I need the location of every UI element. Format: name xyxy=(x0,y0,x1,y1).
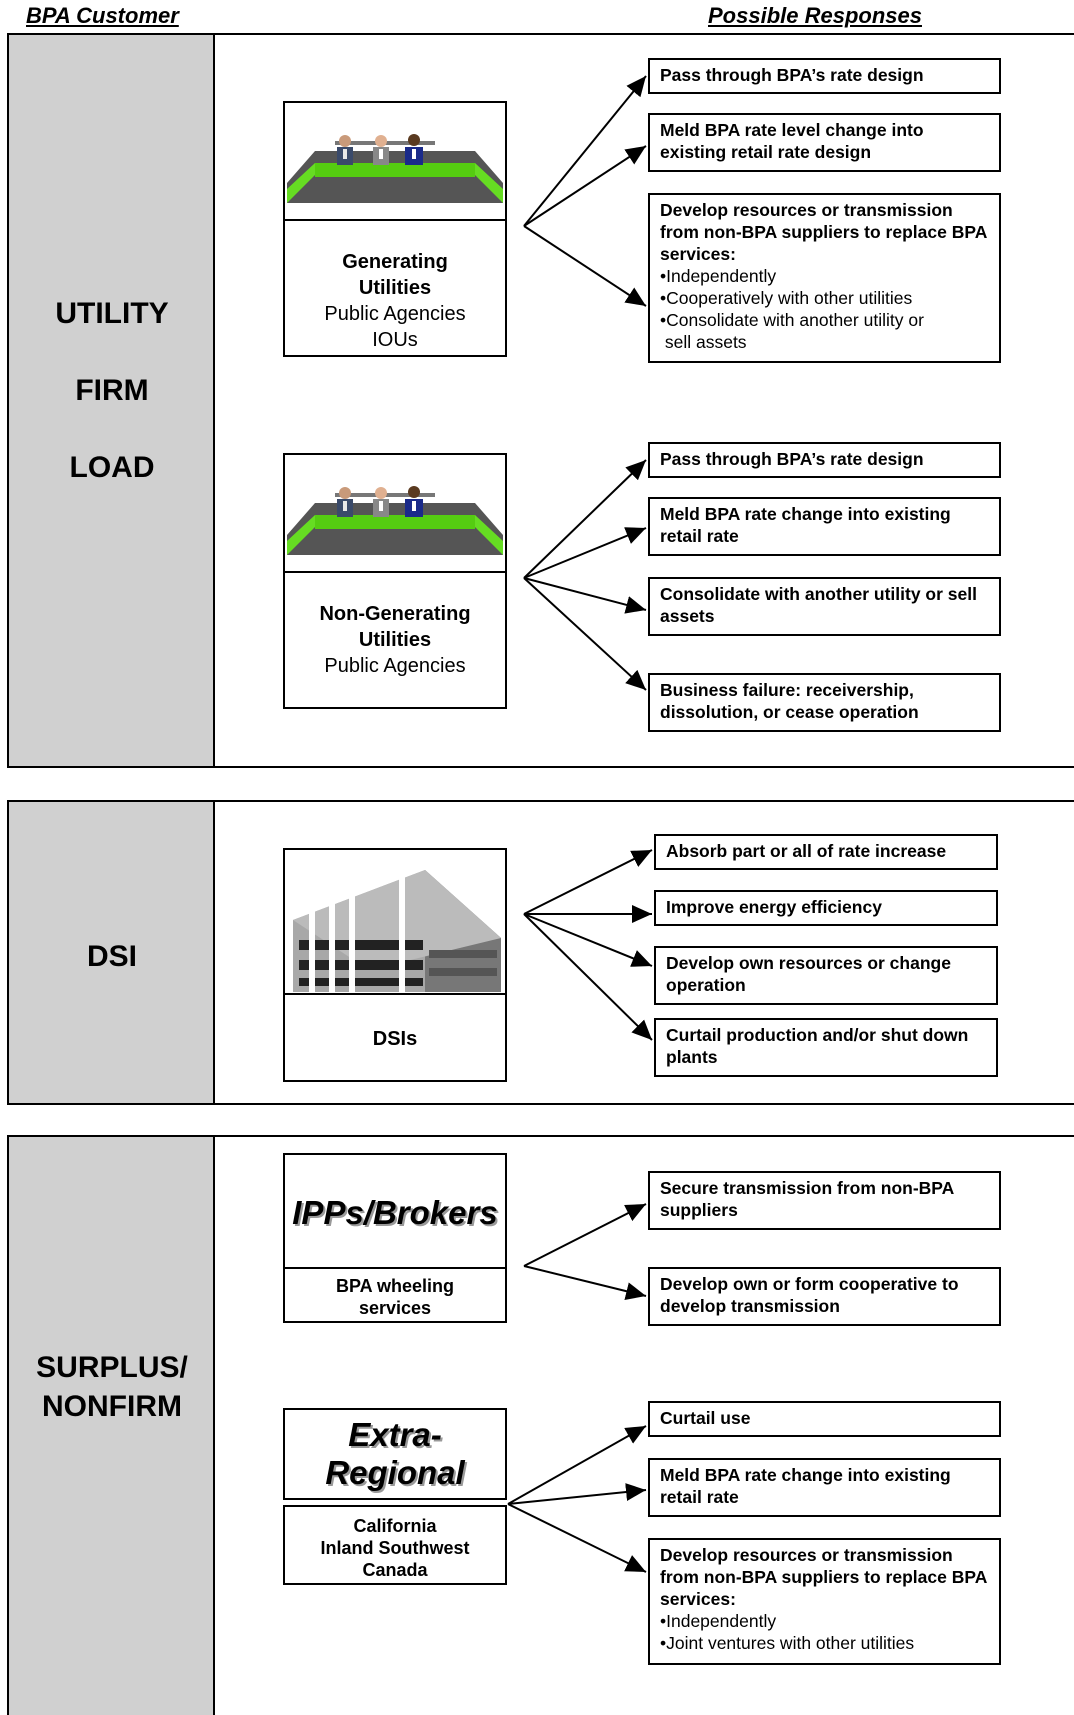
gen-title-1: Generating xyxy=(342,251,448,273)
arrow-ipp-2 xyxy=(523,1265,647,1300)
arrow-dsi-3 xyxy=(523,913,653,967)
response-gen-1: Pass through BPA’s rate design xyxy=(648,58,1001,94)
gen-title-2: Utilities xyxy=(358,277,432,299)
side-label-nonfirm: NONFIRM xyxy=(42,1390,182,1423)
response-nongen-3: Consolidate with another utility or sell… xyxy=(648,577,1001,636)
office-building-icon xyxy=(285,856,505,995)
dsis-title: DSIs xyxy=(372,1028,418,1050)
response-gen-3-bullet-3: •Consolidate with another utility or xyxy=(660,310,924,330)
side-label-dsi: DSI xyxy=(86,940,137,973)
response-extra-3-bullet-1: •Independently xyxy=(660,1611,777,1631)
side-label-surplus: SURPLUS/ xyxy=(36,1351,188,1384)
extra-title-2: Regional xyxy=(325,1454,465,1491)
arrow-nongen-1 xyxy=(523,459,647,579)
arrow-gen-3 xyxy=(523,225,647,307)
extra-sub-2: Inland Southwest xyxy=(320,1538,470,1558)
customer-nongenerating-utilities: Non-Generating Utilities Public Agencies xyxy=(283,453,507,709)
side-label-load: LOAD xyxy=(69,451,155,484)
ipps-sub-1: BPA wheeling xyxy=(335,1276,454,1296)
nongen-title-1: Non-Generating xyxy=(319,603,471,625)
arrow-ipp-1 xyxy=(523,1203,647,1267)
response-dsi-4: Curtail production and/or shut down plan… xyxy=(654,1018,998,1077)
side-label-utility: UTILITY xyxy=(55,297,169,330)
response-extra-1: Curtail use xyxy=(648,1401,1001,1437)
arrow-dsi-4 xyxy=(523,913,653,1041)
arrow-nongen-3 xyxy=(523,577,647,614)
response-gen-3-bullet-1: •Independently xyxy=(660,266,777,286)
arrow-gen-1 xyxy=(523,75,647,227)
header-possible-responses: Possible Responses xyxy=(708,3,922,28)
people-at-desk-icon xyxy=(285,486,505,573)
customer-extra-regional-places: California Inland Southwest Canada xyxy=(283,1505,507,1585)
ipps-sub-2: services xyxy=(358,1298,432,1318)
response-extra-3-text: Develop resources or transmission from n… xyxy=(660,1545,987,1609)
extra-sub-3: Canada xyxy=(362,1560,428,1580)
gen-sub-1: Public Agencies xyxy=(324,303,466,325)
arrow-dsi-1 xyxy=(523,849,653,915)
side-panel-surplus: SURPLUS/ NONFIRM xyxy=(9,1137,215,1715)
section-utility-firm-load: UTILITY FIRM LOAD xyxy=(7,33,1074,768)
section-surplus-nonfirm: SURPLUS/ NONFIRM xyxy=(7,1135,1074,1715)
ipps-title-panel: IPPs/Brokers xyxy=(285,1155,505,1269)
header-bpa-customer: BPA Customer xyxy=(26,3,179,28)
response-extra-3-bullet-2: •Joint ventures with other utilities xyxy=(660,1633,915,1653)
response-gen-3-bullet-4: sell assets xyxy=(660,332,747,352)
response-gen-3: Develop resources or transmission from n… xyxy=(648,193,1001,363)
response-nongen-4: Business failure: receivership, dissolut… xyxy=(648,673,1001,732)
response-extra-2: Meld BPA rate change into existing retai… xyxy=(648,1458,1001,1517)
side-panel-utility: UTILITY FIRM LOAD xyxy=(9,35,215,766)
customer-generating-utilities: Generating Utilities Public Agencies IOU… xyxy=(283,101,507,357)
response-dsi-3: Develop own resources or change operatio… xyxy=(654,946,998,1005)
customer-extra-regional: Extra- Regional xyxy=(283,1408,507,1500)
response-gen-3-text: Develop resources or transmission from n… xyxy=(660,200,987,264)
nongen-sub-1: Public Agencies xyxy=(324,655,466,677)
extra-title-1: Extra- xyxy=(348,1416,442,1453)
extra-sub-1: California xyxy=(353,1516,437,1536)
response-extra-3: Develop resources or transmission from n… xyxy=(648,1538,1001,1665)
response-nongen-2: Meld BPA rate change into existing retai… xyxy=(648,497,1001,556)
arrow-nongen-4 xyxy=(523,577,647,691)
ipps-title: IPPs/Brokers xyxy=(292,1194,498,1231)
response-gen-3-bullet-2: •Cooperatively with other utilities xyxy=(660,288,913,308)
gen-sub-2: IOUs xyxy=(372,329,418,351)
response-gen-2: Meld BPA rate level change into existing… xyxy=(648,113,1001,172)
customer-dsis: DSIs xyxy=(283,848,507,1082)
response-ipp-2: Develop own or form cooperative to devel… xyxy=(648,1267,1001,1326)
arrow-extra-3 xyxy=(507,1503,647,1573)
nongen-title-2: Utilities xyxy=(358,629,432,651)
arrow-gen-2 xyxy=(523,145,647,227)
response-dsi-2: Improve energy efficiency xyxy=(654,890,998,926)
section-dsi: DSI xyxy=(7,800,1074,1105)
side-label-firm: FIRM xyxy=(75,374,149,407)
side-panel-dsi: DSI xyxy=(9,802,215,1103)
arrow-extra-1 xyxy=(507,1425,647,1505)
customer-ipps-brokers: IPPs/Brokers BPA wheeling services xyxy=(283,1153,507,1323)
people-at-desk-icon xyxy=(285,134,505,221)
response-nongen-1: Pass through BPA’s rate design xyxy=(648,442,1001,478)
response-ipp-1: Secure transmission from non-BPA supplie… xyxy=(648,1171,1001,1230)
response-dsi-1: Absorb part or all of rate increase xyxy=(654,834,998,870)
arrow-nongen-2 xyxy=(523,527,647,579)
arrow-extra-2 xyxy=(507,1483,647,1505)
